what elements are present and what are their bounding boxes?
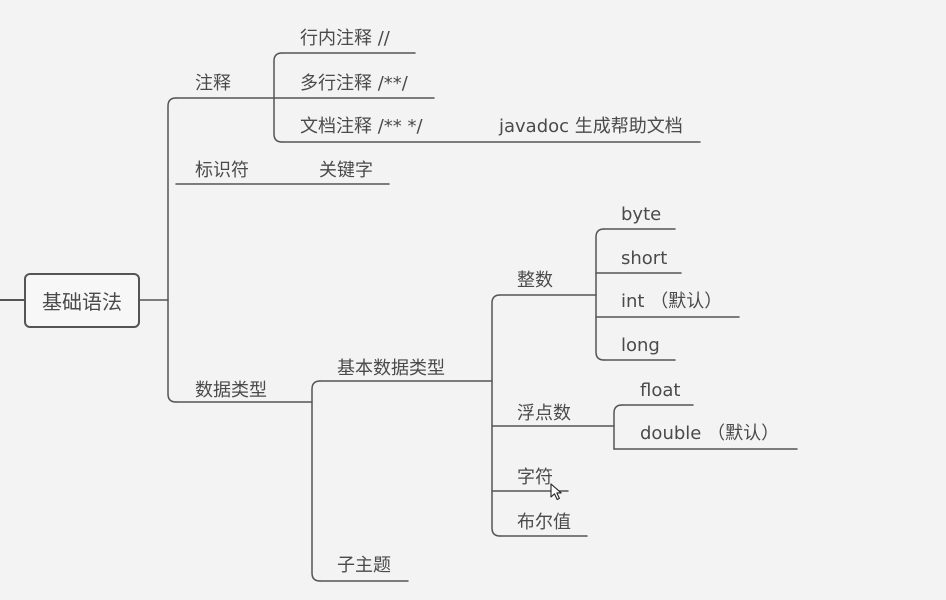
mouse-pointer-icon <box>550 483 562 501</box>
integer-node[interactable]: 整数 <box>517 270 553 291</box>
main-branch-spine <box>167 97 177 403</box>
comment-node[interactable]: 注释 <box>195 73 231 94</box>
boolean-node[interactable]: 布尔值 <box>517 512 571 533</box>
subtopic-node[interactable]: 子主题 <box>337 555 391 576</box>
float-group-node[interactable]: 浮点数 <box>517 403 571 424</box>
int-node[interactable]: int （默认） <box>621 291 723 312</box>
doc-comment-node[interactable]: 文档注释 /** */ <box>300 116 423 137</box>
keyword-node[interactable]: 关键字 <box>319 160 373 181</box>
multiline-comment-node[interactable]: 多行注释 /**/ <box>300 73 408 94</box>
basic-children-spine <box>491 294 501 537</box>
float-children-spine <box>613 404 623 450</box>
char-node[interactable]: 字符 <box>517 467 553 488</box>
long-node[interactable]: long <box>621 335 660 356</box>
datatype-node[interactable]: 数据类型 <box>195 380 267 401</box>
double-node[interactable]: double （默认） <box>640 423 780 444</box>
javadoc-node[interactable]: javadoc 生成帮助文档 <box>499 116 683 137</box>
datatype-children-spine <box>311 380 321 582</box>
short-node[interactable]: short <box>621 248 668 269</box>
identifier-node[interactable]: 标识符 <box>195 160 249 181</box>
basic-type-node[interactable]: 基本数据类型 <box>337 358 445 379</box>
inline-comment-node[interactable]: 行内注释 // <box>300 28 390 49</box>
root-node[interactable]: 基础语法 <box>24 273 140 328</box>
byte-node[interactable]: byte <box>621 204 662 225</box>
integer-children-spine <box>595 228 605 361</box>
float-node[interactable]: float <box>640 380 681 401</box>
